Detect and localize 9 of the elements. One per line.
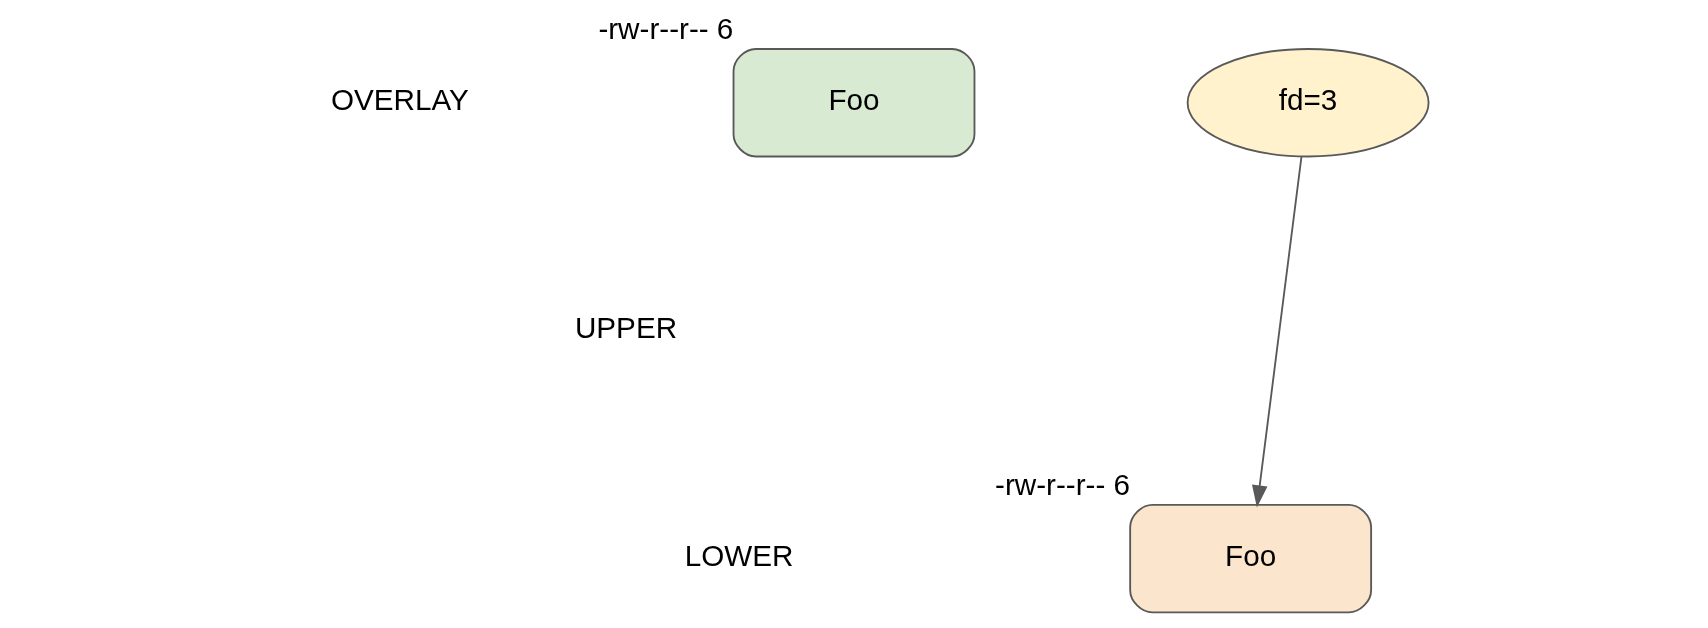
label: UPPER [574, 310, 678, 344]
label: LOWER [684, 538, 794, 572]
label: OVERLAY [330, 82, 469, 116]
node-box: Foo [1129, 504, 1373, 614]
arrow [1251, 155, 1303, 508]
node-label: -rw-r--r-- 6 [995, 468, 1130, 502]
node-box: Foo [732, 48, 976, 158]
node-ellipse: fd=3 [1186, 48, 1430, 158]
node-label: -rw-r--r-- 6 [598, 12, 734, 46]
